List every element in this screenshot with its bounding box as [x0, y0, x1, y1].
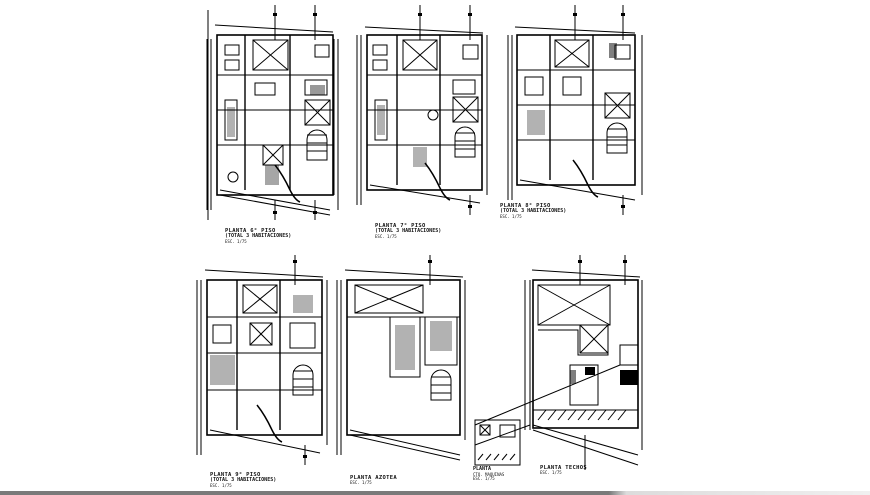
floor-plan-6 [205, 5, 340, 220]
plan-subtitle: (TOTAL 3 HABITACIONES) [225, 233, 292, 240]
plan-title: PLANTA TECHOS [540, 465, 587, 471]
bottom-border [0, 491, 870, 495]
plan-subtitle: (TOTAL 3 HABITACIONES) [500, 208, 567, 215]
detail-label-machine-room: PLANTA CTO. MAQUINAS ESC. 1/75 [473, 466, 505, 482]
floor-plan-7 [355, 5, 490, 215]
plan-title: PLANTA AZOTEA [350, 475, 397, 481]
plan-scale: ESC. 1/75 [350, 480, 372, 486]
detail-scale: ESC. 1/75 [473, 476, 495, 482]
plan-label-6: PLANTA 6° PISO (TOTAL 3 HABITACIONES) ES… [225, 228, 291, 245]
plan-scale: ESC. 1/75 [210, 483, 232, 489]
floor-plan-azotea [335, 255, 470, 465]
plan-label-azotea: PLANTA AZOTEA ESC. 1/75 [350, 475, 397, 486]
floor-plan-drawing [206, 5, 339, 220]
floor-plan-8 [505, 5, 645, 215]
plan-subtitle: (TOTAL 3 HABITACIONES) [375, 228, 442, 235]
plan-title: PLANTA 8° PISO [500, 203, 551, 209]
plan-scale: ESC. 1/75 [500, 214, 522, 220]
plan-label-9: PLANTA 9° PISO (TOTAL 3 HABITACIONES) ES… [210, 472, 276, 489]
plan-label-8: PLANTA 8° PISO (TOTAL 3 HABITACIONES) ES… [500, 203, 566, 220]
floor-plan-drawing [356, 5, 488, 215]
plan-title: PLANTA 6° PISO [225, 228, 276, 234]
floor-plan-drawing [507, 5, 643, 215]
plan-scale: ESC. 1/75 [540, 470, 562, 476]
plan-label-7: PLANTA 7° PISO (TOTAL 3 HABITACIONES) ES… [375, 223, 441, 240]
floor-plan-drawing [336, 255, 466, 461]
floor-plan-9 [195, 255, 330, 465]
plan-title: PLANTA 7° PISO [375, 223, 426, 229]
plan-label-techos: PLANTA TECHOS ESC. 1/75 [540, 465, 587, 476]
detail-title: PLANTA [473, 466, 492, 472]
floor-plan-drawing [196, 255, 328, 465]
floor-plan-techos [470, 255, 645, 470]
plan-title: PLANTA 9° PISO [210, 472, 261, 478]
plan-subtitle: (TOTAL 3 HABITACIONES) [210, 477, 277, 484]
detail-subtitle: CTO. MAQUINAS [473, 471, 505, 477]
plan-scale: ESC. 1/75 [225, 239, 247, 245]
plan-scale: ESC. 1/75 [375, 234, 397, 240]
floor-plan-drawing [474, 255, 643, 470]
